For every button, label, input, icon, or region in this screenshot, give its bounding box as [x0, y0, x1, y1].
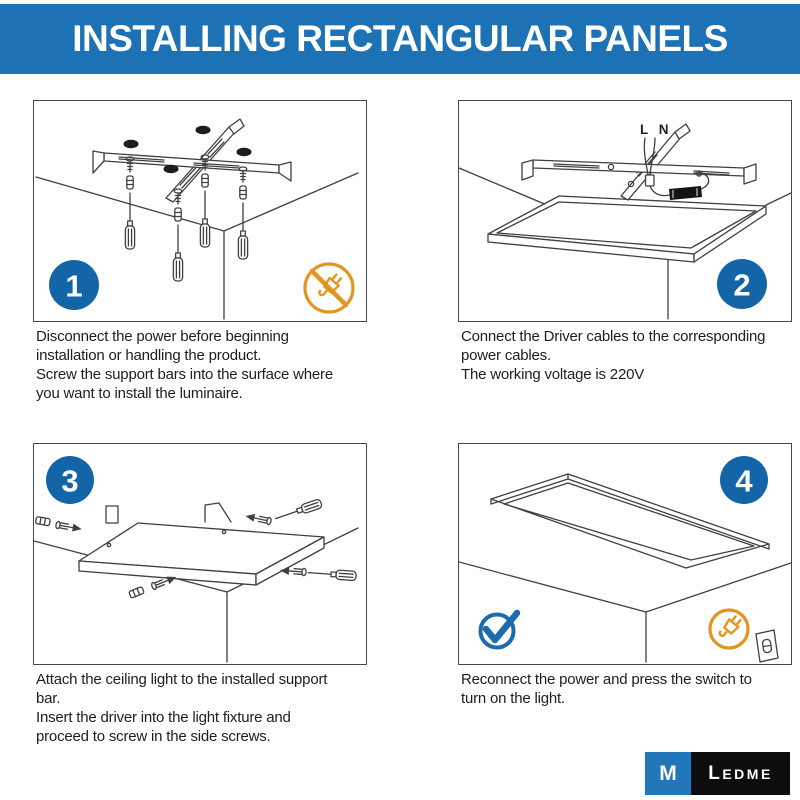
step-3-panel: 3: [33, 443, 367, 665]
brand-logo: M LEDME: [645, 752, 790, 795]
step-4-panel: 4: [458, 443, 792, 665]
step-3-badge: 3: [46, 456, 94, 504]
step-3-illustration: 3: [34, 456, 359, 663]
step-number: 3: [61, 464, 78, 499]
step-1-badge: 1: [49, 260, 99, 310]
check-icon: [478, 609, 521, 650]
header-banner: INSTALLING RECTANGULAR PANELS: [0, 4, 800, 74]
step-1-illustration: 1: [35, 118, 359, 320]
brand-name: LEDME: [708, 763, 773, 784]
plug-icon: [708, 608, 750, 650]
ceiling-corner: [459, 561, 791, 663]
led-panel: [490, 473, 770, 569]
step-2-panel: L N 2: [458, 100, 792, 322]
screws-and-screwdrivers: [124, 154, 249, 282]
support-bars: [521, 123, 757, 201]
led-panel: [78, 522, 325, 586]
no-power-icon: [303, 262, 355, 314]
step-number: 2: [733, 268, 750, 303]
mount-hole: [163, 164, 179, 174]
mount-hole: [236, 147, 252, 157]
brand-monogram: M: [645, 752, 691, 795]
light-switch-icon: [755, 629, 779, 663]
step-4-illustration: 4: [459, 456, 791, 663]
step-1-panel: 1: [33, 100, 367, 322]
step-number: 4: [735, 464, 753, 499]
step-number: 1: [65, 269, 82, 304]
mount-hole: [195, 125, 211, 135]
step-1-caption: Disconnect the power before beginning in…: [36, 328, 333, 402]
power-wiring: L N: [640, 122, 672, 197]
mount-hole: [123, 139, 139, 149]
wire-labels: L N: [640, 122, 672, 137]
support-bar-tabs: [105, 502, 232, 524]
led-driver: [669, 171, 710, 200]
page-title: INSTALLING RECTANGULAR PANELS: [72, 18, 728, 59]
step-2-illustration: L N 2: [459, 122, 791, 320]
step-2-caption: Connect the Driver cables to the corresp…: [461, 328, 766, 383]
led-panel: [487, 195, 767, 263]
step-4-caption: Reconnect the power and press the switch…: [461, 671, 752, 707]
step-3-caption: Attach the ceiling light to the installe…: [36, 671, 328, 745]
step-2-badge: 2: [717, 259, 767, 309]
step-4-badge: 4: [720, 456, 768, 504]
support-bars: [92, 118, 292, 203]
brand-name-box: LEDME: [691, 752, 790, 795]
